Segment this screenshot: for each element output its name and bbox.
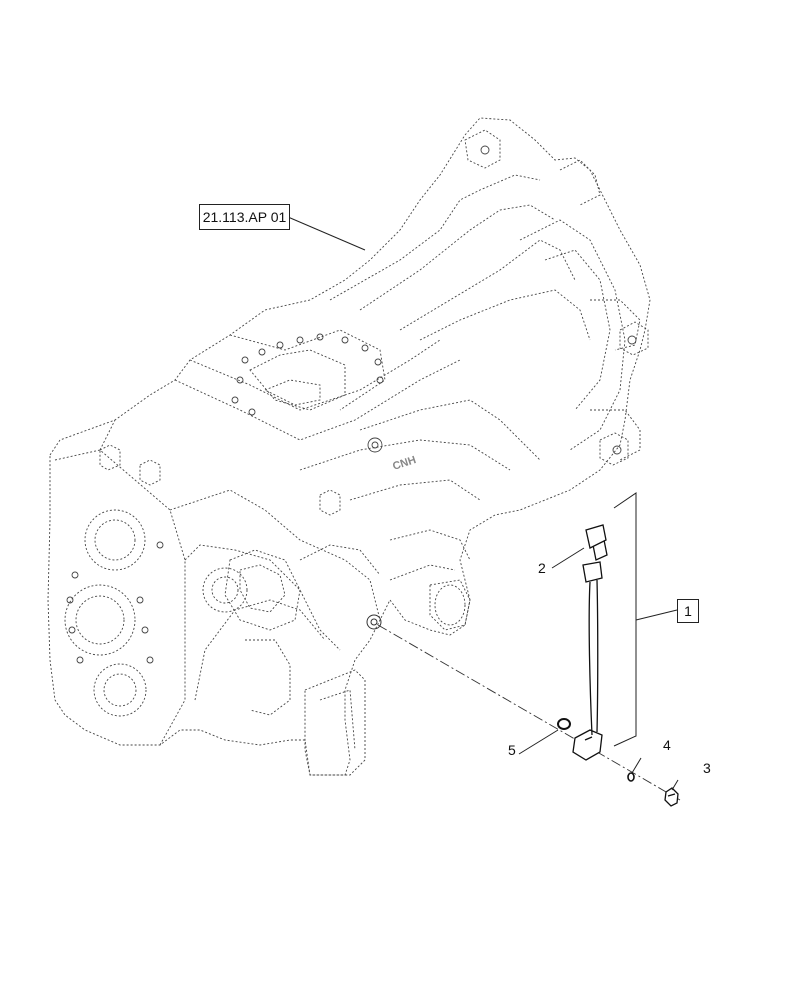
installation-centerline: [377, 624, 681, 801]
screw: [664, 787, 679, 807]
assembly-bracket: [613, 492, 678, 747]
callout-assembly[interactable]: 1: [677, 599, 699, 623]
washer: [627, 772, 635, 782]
callout-screw[interactable]: 3: [703, 760, 711, 776]
transmission-housing: [47, 117, 651, 776]
callout-o-ring[interactable]: 5: [508, 742, 516, 758]
reference-leader: [287, 216, 366, 251]
housing-logo: CNH: [391, 454, 417, 473]
callout-connector[interactable]: 2: [538, 560, 546, 576]
callout-washer[interactable]: 4: [663, 737, 671, 753]
reference-label[interactable]: 21.113.AP 01: [199, 204, 290, 230]
o-ring: [557, 718, 571, 730]
sensor-boss: [366, 614, 382, 630]
callout-leaders: [518, 547, 679, 791]
speed-sensor: [572, 524, 608, 761]
bolt-holes: [66, 145, 637, 664]
